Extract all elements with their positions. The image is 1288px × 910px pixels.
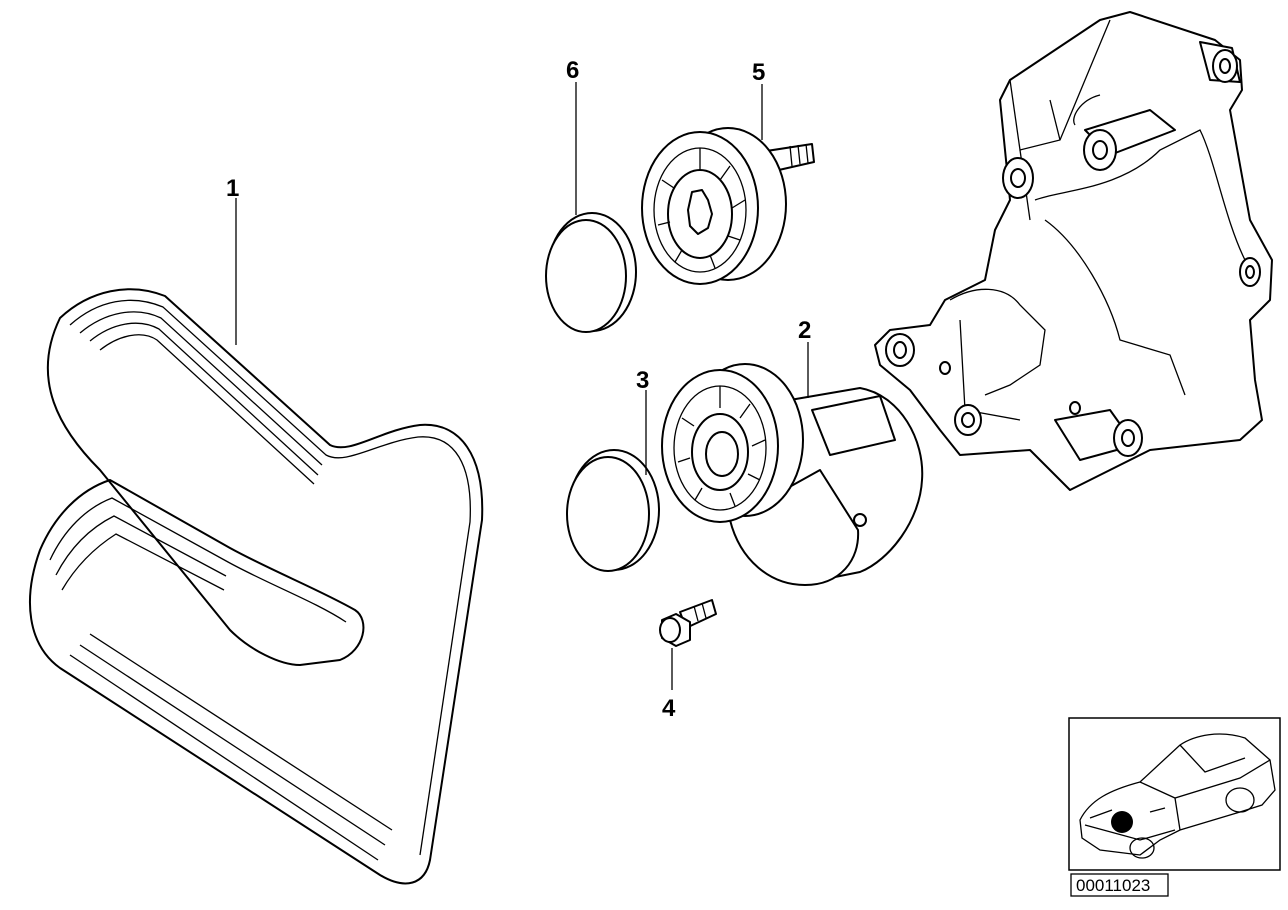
engine-bracket	[874, 11, 1273, 491]
reference-number: 00011023	[1076, 876, 1150, 895]
tensioner-cap[interactable]	[566, 449, 660, 572]
hex-bolt[interactable]	[659, 599, 717, 647]
part-number-3[interactable]: 3	[636, 367, 649, 394]
part-number-5[interactable]: 5	[752, 59, 765, 86]
part-number-6[interactable]: 6	[566, 57, 579, 84]
ribbed-v-belt[interactable]	[29, 288, 484, 885]
reference-box: 00011023	[1070, 873, 1169, 897]
part-number-2[interactable]: 2	[798, 317, 811, 344]
pulley-cap[interactable]	[545, 212, 637, 333]
vehicle-locator	[1068, 717, 1281, 871]
belt-tensioner[interactable]	[661, 363, 924, 586]
part-number-1[interactable]: 1	[226, 175, 239, 202]
part-number-4[interactable]: 4	[662, 695, 676, 722]
location-marker-icon	[1111, 811, 1133, 833]
guide-pulley[interactable]	[641, 127, 815, 285]
